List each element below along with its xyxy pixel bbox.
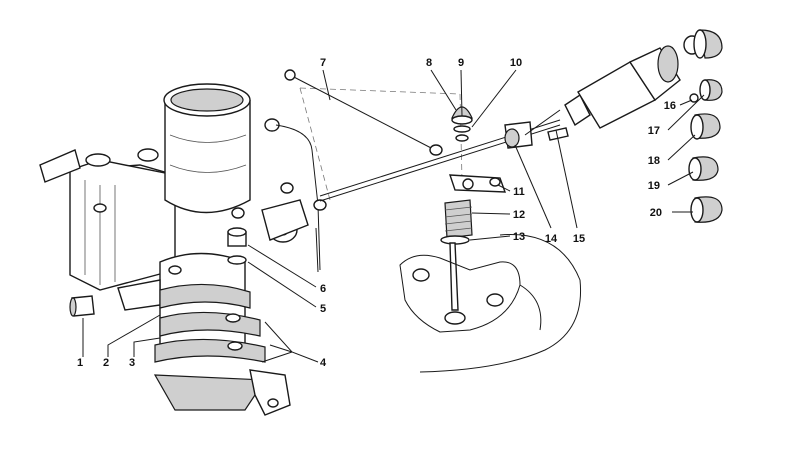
engine-mounting-outline [399, 234, 582, 373]
label-8: 8 [426, 57, 432, 69]
cable-guide [504, 109, 569, 149]
label-17: 17 [648, 125, 660, 137]
label-3: 3 [129, 357, 135, 369]
label-10: 10 [510, 57, 522, 69]
sleeve-part [69, 295, 95, 317]
bracket-spring-assembly [440, 174, 507, 325]
part-labels: 1 2 3 4 5 6 7 8 9 10 11 12 13 14 15 16 1… [77, 57, 676, 369]
leader-lines [82, 69, 705, 363]
rubber-cap-and-washers [451, 106, 473, 142]
label-11: 11 [513, 186, 525, 198]
label-13: 13 [513, 231, 525, 243]
label-4: 4 [320, 357, 327, 369]
label-12: 12 [513, 209, 525, 221]
label-15: 15 [573, 233, 585, 245]
label-2: 2 [103, 357, 109, 369]
label-6: 6 [320, 283, 326, 295]
label-20: 20 [650, 207, 662, 219]
bushings-set [688, 79, 723, 223]
label-7: 7 [320, 57, 326, 69]
reference-dashed-lines [299, 87, 463, 201]
label-14: 14 [545, 233, 558, 245]
intake-manifold [117, 252, 291, 416]
linkage-rod [284, 69, 443, 156]
label-5: 5 [320, 303, 326, 315]
label-9: 9 [458, 57, 464, 69]
label-19: 19 [648, 180, 660, 192]
label-16: 16 [664, 100, 676, 112]
label-18: 18 [648, 155, 660, 167]
label-1: 1 [77, 357, 83, 369]
cable-housing-cylinder [564, 29, 723, 129]
carburetor-body [39, 83, 327, 291]
nut-and-washer [227, 227, 247, 265]
